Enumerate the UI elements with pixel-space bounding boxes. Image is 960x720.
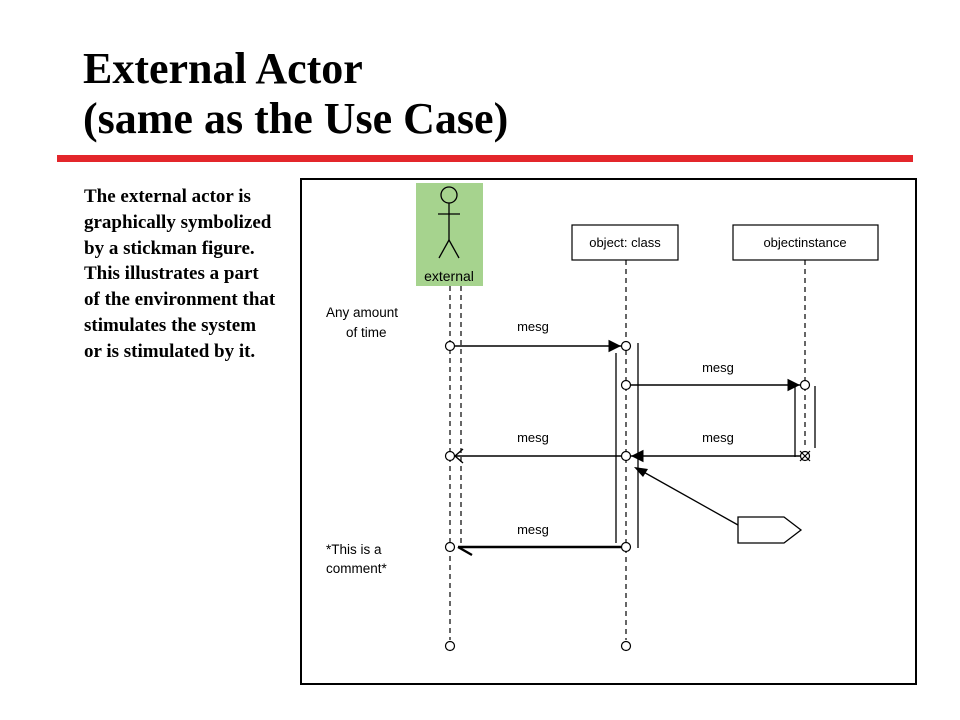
object-class-label: object: class (589, 235, 661, 250)
object-class-box (571, 224, 679, 261)
object-instance-box (732, 224, 879, 261)
title-underline (57, 155, 913, 162)
message-arrows (453, 339, 800, 557)
destroy-mark-icon (799, 450, 811, 462)
message-label-3: mesg (702, 430, 734, 445)
callout-pointer (639, 469, 739, 526)
message-label-5: mesg (517, 522, 549, 537)
message-label-1: mesg (517, 319, 549, 334)
sequence-diagram: external object: class objectinstance (300, 178, 917, 685)
comment-note: *This is a comment* (326, 542, 388, 576)
diagram-frame (300, 178, 917, 685)
callout-pointer-head (634, 467, 648, 477)
title-line-1: External Actor (83, 44, 363, 93)
message-label-4: mesg (517, 430, 549, 445)
msg-arrow-4-head (453, 448, 464, 464)
time-note: Any amount of time (326, 305, 402, 340)
callout-tag-shape (737, 516, 803, 544)
comment-note-line-1: *This is a (326, 542, 382, 557)
description-text: The external actor is graphically symbol… (84, 186, 276, 362)
comment-note-line-2: comment* (326, 561, 388, 576)
time-note-line-2: of time (346, 325, 387, 340)
msg-arrow-5-tick (457, 545, 473, 557)
stickman-icon (438, 186, 460, 259)
slide-title: External Actor (same as the Use Case) (83, 44, 508, 144)
title-line-2: (same as the Use Case) (83, 94, 509, 143)
actor-label: external (424, 268, 474, 284)
activation-bars (615, 343, 816, 548)
time-note-line-1: Any amount (326, 305, 398, 320)
object-instance-label: objectinstance (763, 235, 846, 250)
message-label-2: mesg (702, 360, 734, 375)
